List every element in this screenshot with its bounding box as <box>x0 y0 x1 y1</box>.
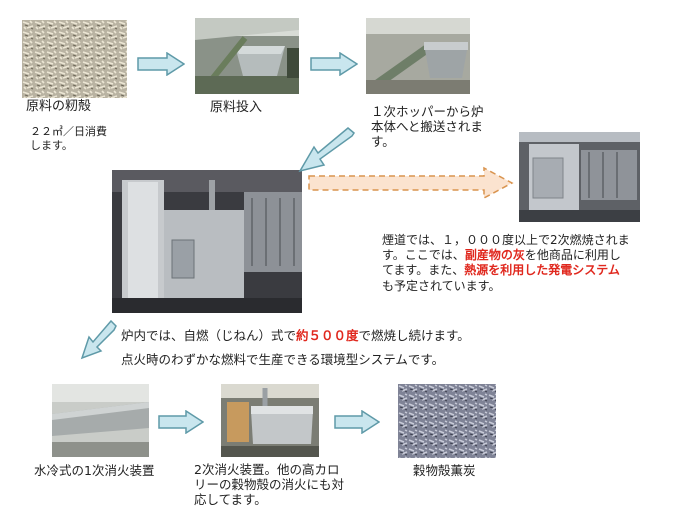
flue-line2: す。ここでは、副産物の灰を他商品に利用し <box>382 248 621 262</box>
material-input-photo <box>195 18 299 94</box>
arrow-right-icon <box>158 410 204 434</box>
input-title: 原料投入 <box>210 100 263 115</box>
quench1-photo <box>52 384 149 457</box>
quench2-line2: リーの穀物殻の消火にも対 <box>194 477 345 492</box>
dashed-arrow-right-icon <box>308 166 514 200</box>
flue-line1: 煙道では、１，０００度以上で2次燃焼されま <box>382 233 630 247</box>
temperature-highlight: 約５００度 <box>296 328 359 343</box>
flue-photo <box>519 132 640 222</box>
rice-husk-photo <box>22 20 127 98</box>
arrow-right-icon <box>310 52 358 76</box>
hopper-photo <box>366 18 470 94</box>
byproduct-ash-highlight: 副産物の灰 <box>464 248 525 262</box>
hopper-line2: 本体へと搬送されま <box>371 119 483 134</box>
furnace-line2: 点火時のわずかな燃料で生産できる環境型システムです。 <box>121 352 445 367</box>
arrow-down-left-icon <box>298 127 355 173</box>
husk-title: 原料の籾殻 <box>26 99 92 114</box>
husk-note-line2: します。 <box>30 139 73 152</box>
quench2-line3: 応してます。 <box>194 492 267 507</box>
arrow-down-left-icon <box>80 320 117 360</box>
arrow-right-icon <box>137 52 185 76</box>
husk-note-line1: ２２㎥／日消費 <box>30 125 107 138</box>
quench1-title: 水冷式の1次消火装置 <box>34 463 155 478</box>
hopper-line3: す。 <box>371 134 395 149</box>
flue-line3: てます。また、熱源を利用した発電システム <box>382 263 620 277</box>
quench2-photo <box>221 384 319 457</box>
flue-line4: も予定されています。 <box>382 279 501 293</box>
quench2-line1: 2次消火装置。他の高カロ <box>194 462 340 477</box>
arrow-right-icon <box>334 410 380 434</box>
power-generation-highlight: 熱源を利用した発電システム <box>464 263 620 277</box>
charcoal-title: 穀物殻薫炭 <box>413 463 476 478</box>
furnace-photo <box>112 170 302 313</box>
charcoal-photo <box>398 384 496 458</box>
furnace-line1: 炉内では、自燃（じねん）式で約５００度で燃焼し続けます。 <box>121 328 470 343</box>
hopper-line1: １次ホッパーから炉 <box>371 104 484 119</box>
